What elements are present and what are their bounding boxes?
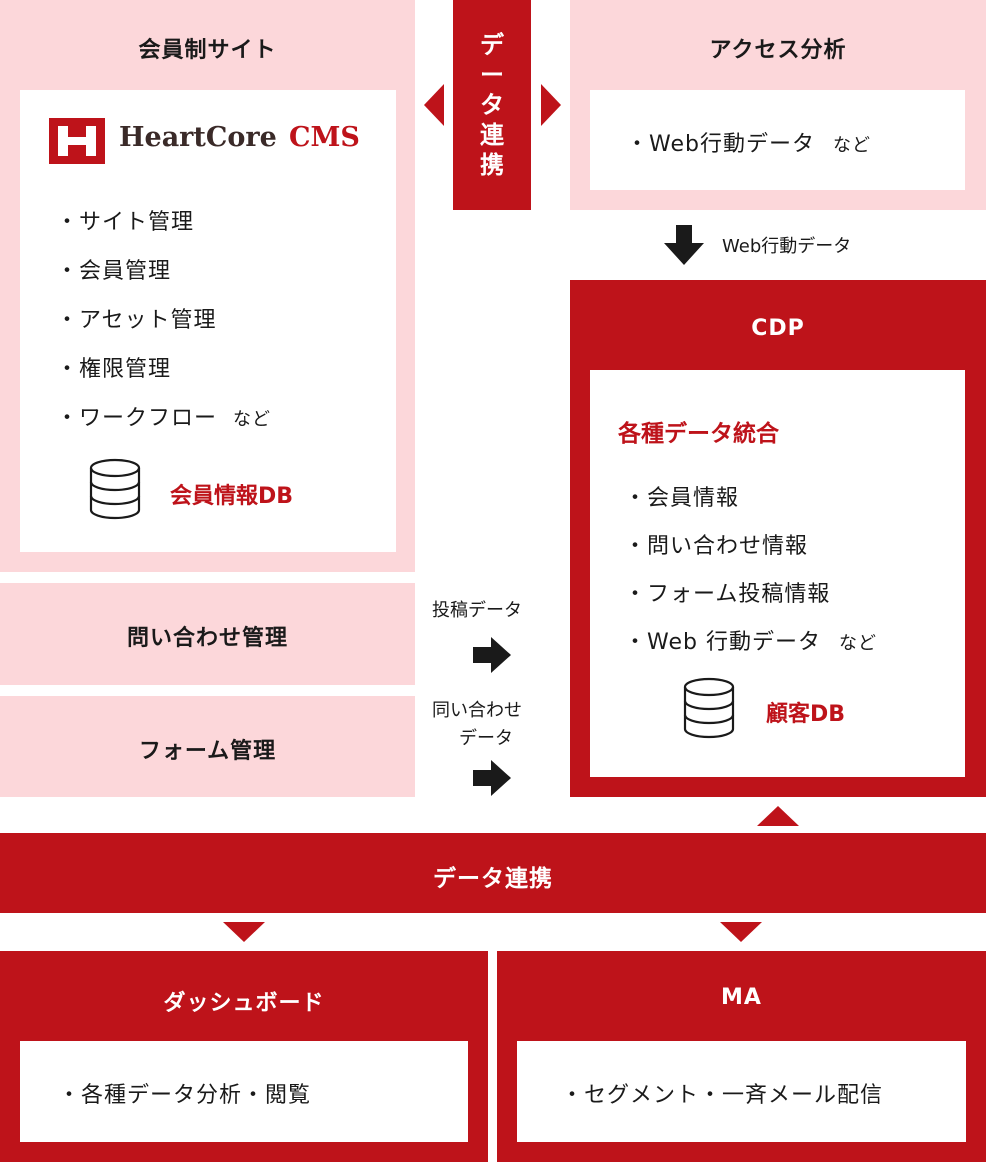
dashboard-title: ダッシュボード: [163, 991, 325, 1016]
inquiry-management-panel: 問い合わせ管理: [0, 583, 415, 685]
web-flow-label: Web行動データ: [722, 236, 852, 257]
cdp-subtitle: 各種データ統合: [618, 421, 779, 447]
data-link-char-1: デ: [480, 31, 504, 59]
cdp-panel: CDP 各種データ統合 ・会員情報 ・問い合わせ情報 ・フォーム投稿情報 ・We…: [570, 280, 986, 797]
logo-heartcore-text: HeartCore: [119, 122, 277, 153]
data-link-char-3: タ: [480, 91, 504, 119]
cdp-item-form-post-info: ・フォーム投稿情報: [624, 582, 831, 607]
database-icon: [89, 458, 141, 520]
data-link-char-2: ー: [480, 61, 504, 89]
list-item-permission-management: ・権限管理: [56, 357, 172, 382]
list-item-member-management: ・会員管理: [56, 259, 172, 284]
workflow-label: ・ワークフロー: [56, 406, 218, 431]
cdp-title: CDP: [751, 316, 805, 341]
list-item-workflow: ・ワークフロー など: [56, 400, 271, 432]
cdp-web-behavior-suffix: など: [838, 633, 877, 654]
access-analysis-card: ・Web行動データ など: [590, 90, 965, 190]
data-link-bar: データ連携: [0, 833, 986, 913]
ma-item: ・セグメント・一斉メール配信: [561, 1083, 884, 1108]
logo-cms-text: CMS: [289, 122, 360, 153]
data-link-char-4: 連: [480, 121, 504, 149]
cdp-item-inquiry-info: ・問い合わせ情報: [624, 534, 809, 559]
inquiry-data-label-line2: データ: [459, 728, 513, 749]
post-data-label: 投稿データ: [432, 600, 522, 621]
cdp-web-behavior-label: ・Web 行動データ: [624, 630, 821, 655]
web-behavior-label: ・Web行動データ: [626, 132, 815, 157]
data-link-vertical: デ ー タ 連 携: [453, 0, 531, 210]
heartcore-logo: HeartCore CMS: [49, 116, 369, 166]
access-analysis-panel: アクセス分析 ・Web行動データ など: [570, 0, 986, 210]
arrow-right-icon: [473, 637, 511, 673]
membership-site-card: HeartCore CMS ・サイト管理 ・会員管理 ・アセット管理 ・権限管理…: [20, 90, 396, 552]
list-item-asset-management: ・アセット管理: [56, 308, 217, 333]
form-management-title: フォーム管理: [138, 739, 277, 764]
dashboard-panel: ダッシュボード ・各種データ分析・閲覧: [0, 951, 488, 1162]
cdp-item-member-info: ・会員情報: [624, 486, 740, 511]
arrow-down-icon: [664, 225, 704, 265]
heartcore-logo-icon: [49, 118, 105, 164]
membership-site-title: 会員制サイト: [138, 38, 277, 63]
workflow-suffix: など: [233, 409, 272, 430]
database-icon: [683, 677, 735, 739]
ma-card: ・セグメント・一斉メール配信: [517, 1041, 966, 1142]
dashboard-card: ・各種データ分析・閲覧: [20, 1041, 468, 1142]
data-link-char-5: 携: [480, 151, 504, 179]
cdp-item-web-behavior: ・Web 行動データ など: [624, 624, 877, 656]
arrow-down-icon: [720, 922, 762, 942]
arrow-right-icon: [473, 760, 511, 796]
ma-title: MA: [721, 985, 762, 1010]
web-behavior-item: ・Web行動データ など: [626, 126, 871, 158]
list-item-site-management: ・サイト管理: [56, 210, 195, 235]
arrow-down-icon: [223, 922, 265, 942]
form-management-panel: フォーム管理: [0, 696, 415, 797]
customer-db-label: 顧客DB: [766, 702, 846, 727]
arrow-left-icon: [424, 84, 444, 126]
arrow-up-icon: [757, 806, 799, 826]
member-db-label: 会員情報DB: [170, 484, 294, 509]
access-analysis-title: アクセス分析: [709, 38, 847, 63]
membership-site-panel: 会員制サイト HeartCore CMS ・サイト管理 ・会員管理 ・アセット管…: [0, 0, 415, 572]
web-behavior-suffix: など: [832, 135, 871, 156]
arrow-right-icon: [541, 84, 561, 126]
cdp-card: 各種データ統合 ・会員情報 ・問い合わせ情報 ・フォーム投稿情報 ・Web 行動…: [590, 370, 965, 777]
inquiry-data-label-line1: 同い合わせ: [432, 700, 522, 721]
ma-panel: MA ・セグメント・一斉メール配信: [497, 951, 986, 1162]
dashboard-item: ・各種データ分析・閲覧: [58, 1083, 312, 1108]
data-link-bar-label: データ連携: [433, 866, 553, 892]
inquiry-management-title: 問い合わせ管理: [126, 626, 288, 651]
